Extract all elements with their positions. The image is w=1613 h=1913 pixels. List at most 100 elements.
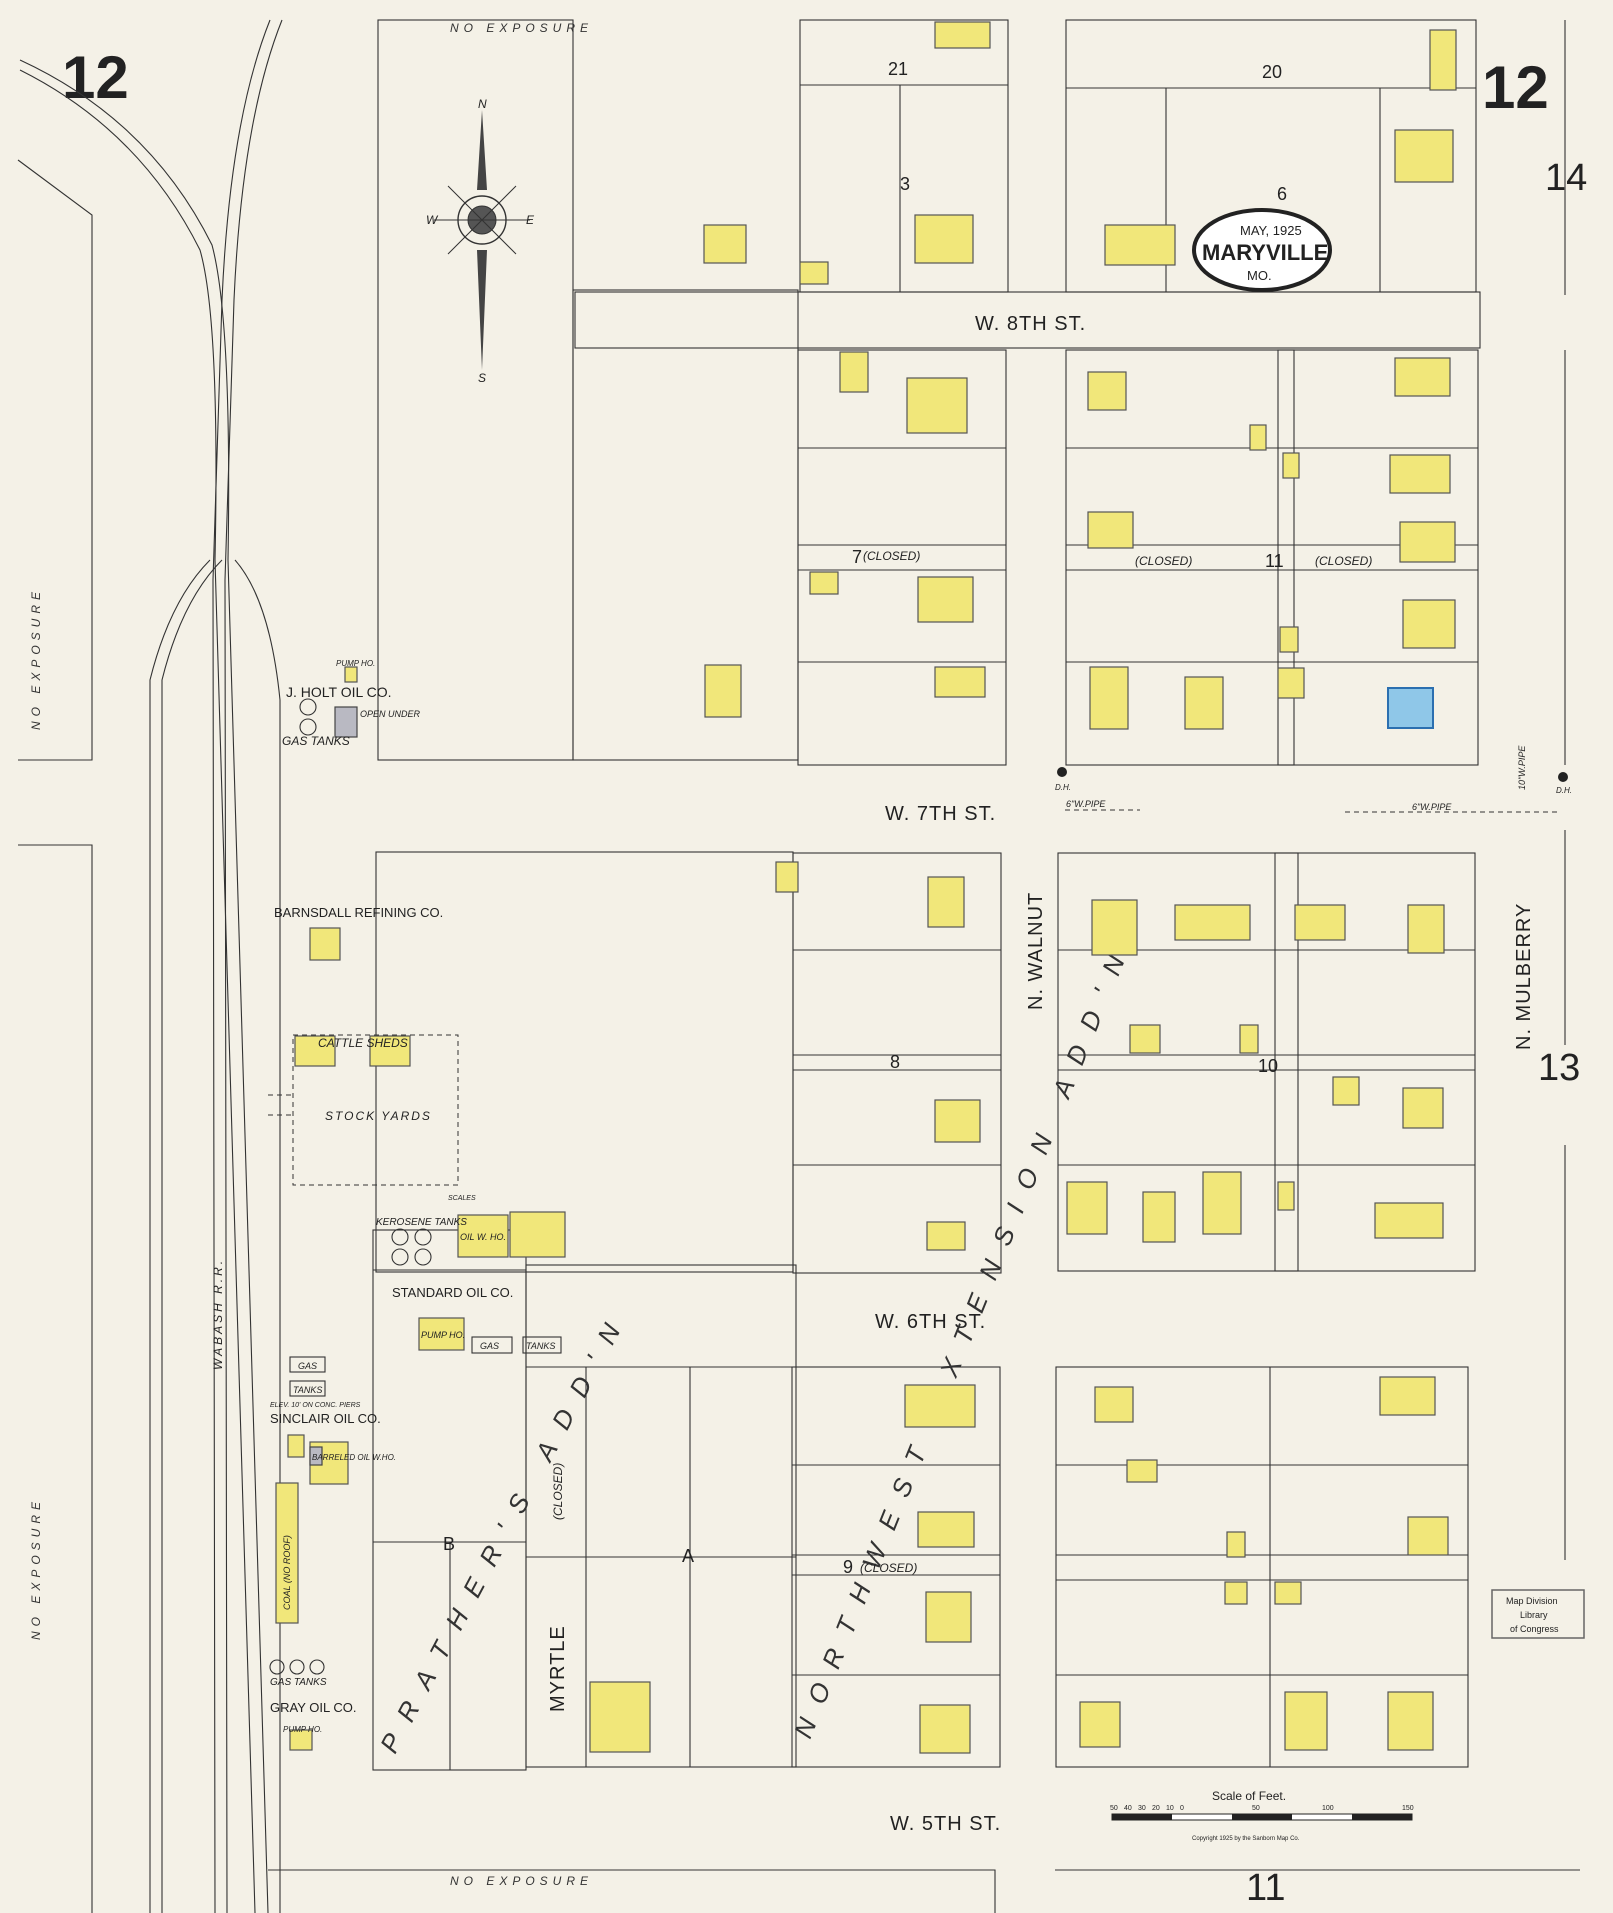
note-dh-1: D.H. [1055,783,1071,792]
scale-bar: Scale of Feet. 50 40 30 20 10 0 50 100 1… [1110,1789,1414,1842]
adjacent-sheet-13: 13 [1538,1047,1580,1089]
railroad-label: WABASH R.R. [211,1258,225,1370]
street-walnut: N. WALNUT [1025,892,1047,1010]
block-11: 11 [1265,551,1284,571]
gas-box [471,1336,513,1354]
compass-e: E [526,213,535,227]
adjacent-sheet-14: 14 [1545,157,1587,199]
street-w8: W. 8TH ST. [975,313,1086,335]
label-cattle-sheds: CATTLE SHEDS [318,1036,408,1050]
note-closed-5: (CLOSED) [551,1463,565,1520]
scale-title: Scale of Feet. [1212,1789,1286,1803]
label-tanks-2: TANKS [293,1385,322,1395]
stamp-line3: of Congress [1510,1624,1559,1634]
title-plate: MAY, 1925 MARYVILLE MO. [1192,208,1332,292]
block-8: 8 [890,1052,900,1072]
oil-house-gray [334,706,358,738]
business-labels: J. HOLT OIL CO. OPEN UNDER GAS TANKS PUM… [270,659,562,1734]
block-3: 3 [900,174,910,194]
title-state: MO. [1247,268,1272,283]
note-closed-4: (CLOSED) [860,1561,917,1575]
tanks [269,698,432,1675]
street-w7: W. 7TH ST. [885,803,996,825]
block-B: B [443,1534,455,1554]
scale-tick-6: 50 [1252,1805,1260,1812]
note-dh-2: D.H. [1556,786,1572,795]
note-closed-1: (CLOSED) [863,549,920,563]
left-parcel-upper [17,159,93,761]
label-pump-ho-3: PUMP HO. [283,1725,322,1734]
note-6in-pipe-2: 6"W.PIPE [1412,802,1452,812]
block-numbers: 21 20 3 6 7 11 8 10 9 B A [443,59,1287,1577]
label-pump-ho-1: PUMP HO. [336,659,375,668]
stamp-line2: Library [1520,1610,1548,1620]
label-pump-ho-2: PUMP HO. [421,1330,465,1340]
railroad-tracks [19,19,283,1913]
label-gas-2: GAS [298,1361,317,1371]
note-10in-pipe: 10"W.PIPE [1517,745,1527,790]
scale-tick-8: 150 [1402,1805,1414,1812]
label-tanks-1: TANKS [526,1341,555,1351]
scale-copyright: Copyright 1925 by the Sanborn Map Co. [1192,1836,1300,1842]
exposure-top: NO EXPOSURE [450,21,593,35]
compass-w: W [426,213,439,227]
street-w6: W. 6TH ST. [875,1311,986,1333]
note-closed-2: (CLOSED) [1135,554,1192,568]
compass-rose: N S E W [426,97,535,385]
compass-n: N [478,97,487,111]
title-date: MAY, 1925 [1240,223,1302,238]
label-coal: COAL (NO ROOF) [282,1535,292,1610]
label-scales: SCALES [448,1195,476,1202]
scale-tick-7: 100 [1322,1805,1334,1812]
note-6in-pipe-1: 6"W.PIPE [1066,799,1106,809]
scale-tick-2: 30 [1138,1805,1146,1812]
gas-box-2 [289,1356,326,1373]
label-barreled: BARRELED OIL W.HO. [312,1453,396,1462]
block-outlines [268,19,1580,1913]
library-stamp: Map Division Library of Congress [1491,1589,1585,1639]
water-pipe-7th [1065,809,1560,813]
block-7: 7 [852,547,862,567]
pump-house-gray [309,1446,323,1466]
label-gas-tanks-1: GAS TANKS [282,734,350,748]
label-gray-oil: GRAY OIL CO. [270,1700,356,1715]
exposure-left-lower: NO EXPOSURE [29,1497,43,1640]
adjacent-sheet-11: 11 [1246,1867,1285,1909]
street-w5: W. 5TH ST. [890,1813,1001,1835]
sheet-number-left: 12 [62,44,129,111]
label-stock-yards: STOCK YARDS [325,1109,432,1123]
compass-s: S [478,371,486,385]
label-elev: ELEV. 10' ON CONC. PIERS [270,1402,361,1409]
label-sinclair-oil: SINCLAIR OIL CO. [270,1411,381,1426]
label-gas-1: GAS [480,1341,499,1351]
scale-tick-5: 0 [1180,1805,1184,1812]
exposure-bottom: NO EXPOSURE [450,1874,593,1888]
label-oil-w-ho: OIL W. HO. [460,1232,506,1242]
block-20: 20 [1262,62,1282,82]
hydrant-1 [1057,767,1067,777]
label-standard-oil: STANDARD OIL CO. [392,1285,513,1300]
label-barnsdall: BARNSDALL REFINING CO. [274,905,443,920]
brick-building [1387,687,1434,729]
left-parcel-lower [18,844,93,1913]
dwellings [275,21,1457,1754]
title-city: MARYVILLE [1202,240,1328,265]
label-open-under: OPEN UNDER [360,709,421,719]
scale-tick-0: 50 [1110,1805,1118,1812]
block-21: 21 [888,59,908,79]
block-6: 6 [1277,184,1287,204]
stamp-line1: Map Division [1506,1596,1558,1606]
scale-tick-1: 40 [1124,1805,1132,1812]
note-closed-3: (CLOSED) [1315,554,1372,568]
scale-tick-3: 20 [1152,1805,1160,1812]
block-10: 10 [1258,1056,1278,1076]
block-9: 9 [843,1557,853,1577]
hydrant-2 [1558,772,1568,782]
exposure-left-upper: NO EXPOSURE [29,587,43,730]
street-mulberry: N. MULBERRY [1513,903,1535,1050]
label-kerosene-tanks: KEROSENE TANKS [376,1217,467,1228]
sheet-number-right: 12 [1482,54,1549,121]
scale-tick-4: 10 [1166,1805,1174,1812]
